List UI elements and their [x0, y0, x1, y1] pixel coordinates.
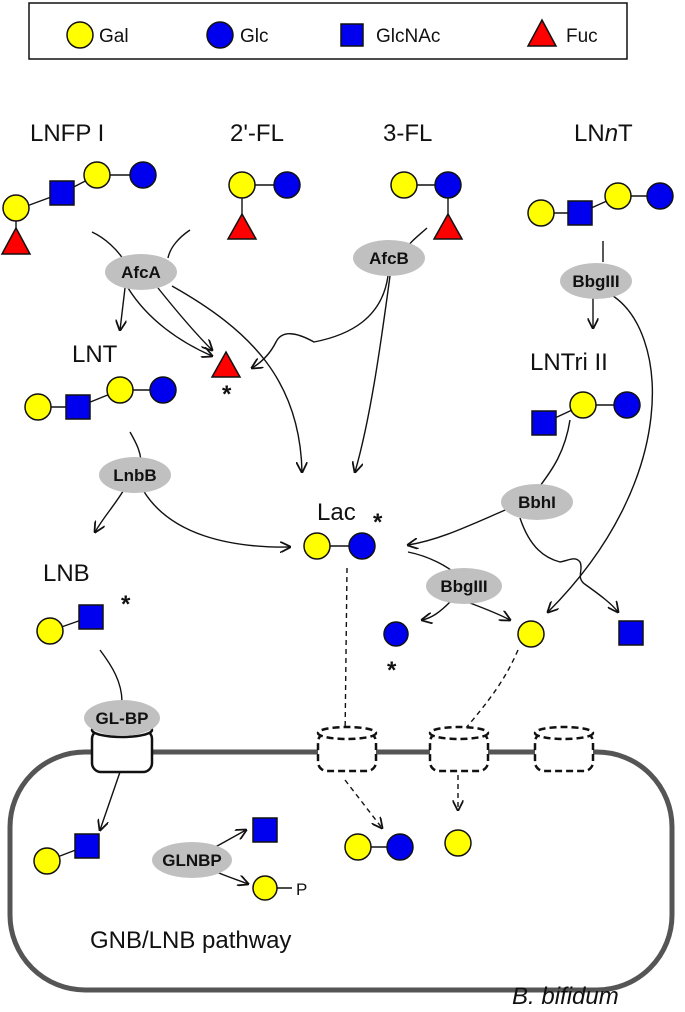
galactose-symbol	[390, 171, 418, 199]
phosphate-label: P	[296, 880, 307, 899]
legend-fuc-symbol	[526, 18, 558, 47]
enzyme-lnbb-label: LnbB	[113, 466, 156, 485]
enzyme-glnbp-label: GLNBP	[162, 851, 222, 870]
glucose-symbol	[613, 391, 641, 419]
glycan-lac-intracellular	[344, 833, 414, 861]
label-lnnt: LNnT	[574, 120, 633, 147]
galactose-symbol	[2, 194, 30, 222]
glucose-symbol	[149, 376, 177, 404]
label-3fl: 3-FL	[383, 120, 432, 147]
label-2fl: 2'-FL	[230, 120, 284, 147]
enzyme-afca-label: AfcA	[121, 263, 161, 282]
galactose-1-phosphate: P	[252, 875, 307, 901]
galactose-symbol	[228, 171, 256, 199]
galactose-symbol	[252, 875, 278, 901]
glycan-2fl	[226, 171, 301, 240]
enzyme-afcb: AfcB	[353, 240, 425, 276]
galactose-intracellular	[444, 829, 472, 857]
glycan-lnb-intracellular	[33, 833, 100, 875]
glycan-lnfp1	[0, 161, 157, 255]
galactose-symbol	[106, 376, 134, 404]
galactose-symbol	[36, 617, 64, 645]
glycan-lac	[303, 532, 376, 560]
legend-glc-symbol	[206, 21, 234, 49]
glucose-symbol	[348, 532, 376, 560]
glucose-symbol	[273, 171, 301, 199]
label-lnt: LNT	[72, 341, 118, 368]
legend-glc-label: Glc	[240, 26, 269, 47]
enzyme-lnbb: LnbB	[99, 457, 171, 493]
glcnac-symbol	[49, 180, 75, 206]
fucose-symbol	[0, 226, 32, 255]
enzyme-glbp: GL-BP	[84, 700, 160, 736]
legend-glcnac-symbol	[340, 23, 364, 47]
glycan-lnnt	[527, 182, 674, 227]
glcnac-symbol	[531, 410, 557, 436]
galactose-symbol	[83, 161, 111, 189]
galactose-product	[517, 620, 545, 648]
transporter-gal	[428, 725, 490, 773]
glycan-3fl	[390, 171, 464, 240]
enzyme-bbglll-top-label: BbgIII	[572, 272, 619, 291]
glucose-symbol	[386, 833, 414, 861]
galactose-symbol	[33, 847, 61, 875]
legend-glcnac-label: GlcNAc	[376, 26, 440, 47]
galactose-symbol	[344, 833, 372, 861]
enzyme-bbglll-top: BbgIII	[560, 263, 632, 299]
galactose-symbol	[569, 391, 597, 419]
glucose-symbol	[129, 161, 157, 189]
star-mark: *	[387, 657, 397, 684]
glcnac-symbol	[65, 394, 91, 420]
enzyme-afca: AfcA	[105, 254, 177, 290]
glycan-lnb	[36, 604, 104, 645]
star-mark: *	[121, 591, 131, 618]
enzyme-glnbp: GLNBP	[152, 842, 232, 878]
legend-gal-label: Gal	[99, 26, 129, 47]
enzyme-bbhi-label: BbhI	[518, 493, 556, 512]
glycan-lnt	[24, 376, 177, 421]
organism-label: B. bifidum	[512, 983, 619, 1010]
fucose-product	[210, 350, 242, 378]
enzyme-bbhi: BbhI	[501, 484, 573, 520]
transporter-unknown	[533, 725, 595, 773]
label-lac: Lac	[317, 499, 356, 526]
galactose-symbol	[604, 182, 632, 210]
glycan-lntri2	[531, 391, 641, 436]
glcnac-product-intracellular	[252, 817, 278, 843]
star-mark: *	[373, 509, 383, 536]
glcnac-symbol	[78, 604, 104, 630]
legend-fuc-label: Fuc	[566, 26, 598, 47]
fucose-symbol	[226, 212, 258, 240]
label-lnb: LNB	[43, 560, 90, 587]
galactose-symbol	[303, 532, 331, 560]
label-lnfp1: LNFP I	[30, 120, 104, 147]
glucose-symbol	[434, 171, 462, 199]
enzyme-glbp-label: GL-BP	[96, 709, 149, 728]
galactose-symbol	[527, 199, 555, 227]
enzyme-bbglll-mid: BbgIII	[426, 568, 502, 604]
galactose-symbol	[24, 393, 52, 421]
glucose-product	[383, 621, 409, 647]
legend-gal-symbol	[66, 21, 94, 49]
label-lntri2: LNTri II	[530, 349, 608, 376]
glcnac-product	[618, 620, 644, 646]
glcnac-symbol	[74, 833, 100, 859]
pathway-label: GNB/LNB pathway	[90, 927, 291, 954]
transporter-lac	[316, 725, 378, 773]
fucose-symbol	[432, 212, 464, 240]
star-mark: *	[222, 381, 232, 408]
glcnac-symbol	[567, 200, 593, 226]
cell-membrane	[7, 749, 675, 993]
legend: Gal Glc GlcNAc Fuc	[28, 2, 628, 60]
enzyme-afcb-label: AfcB	[369, 249, 409, 268]
glucose-symbol	[646, 182, 674, 210]
connectors	[91, 227, 654, 884]
legend-box	[28, 2, 628, 60]
enzyme-bbglll-mid-label: BbgIII	[440, 577, 487, 596]
